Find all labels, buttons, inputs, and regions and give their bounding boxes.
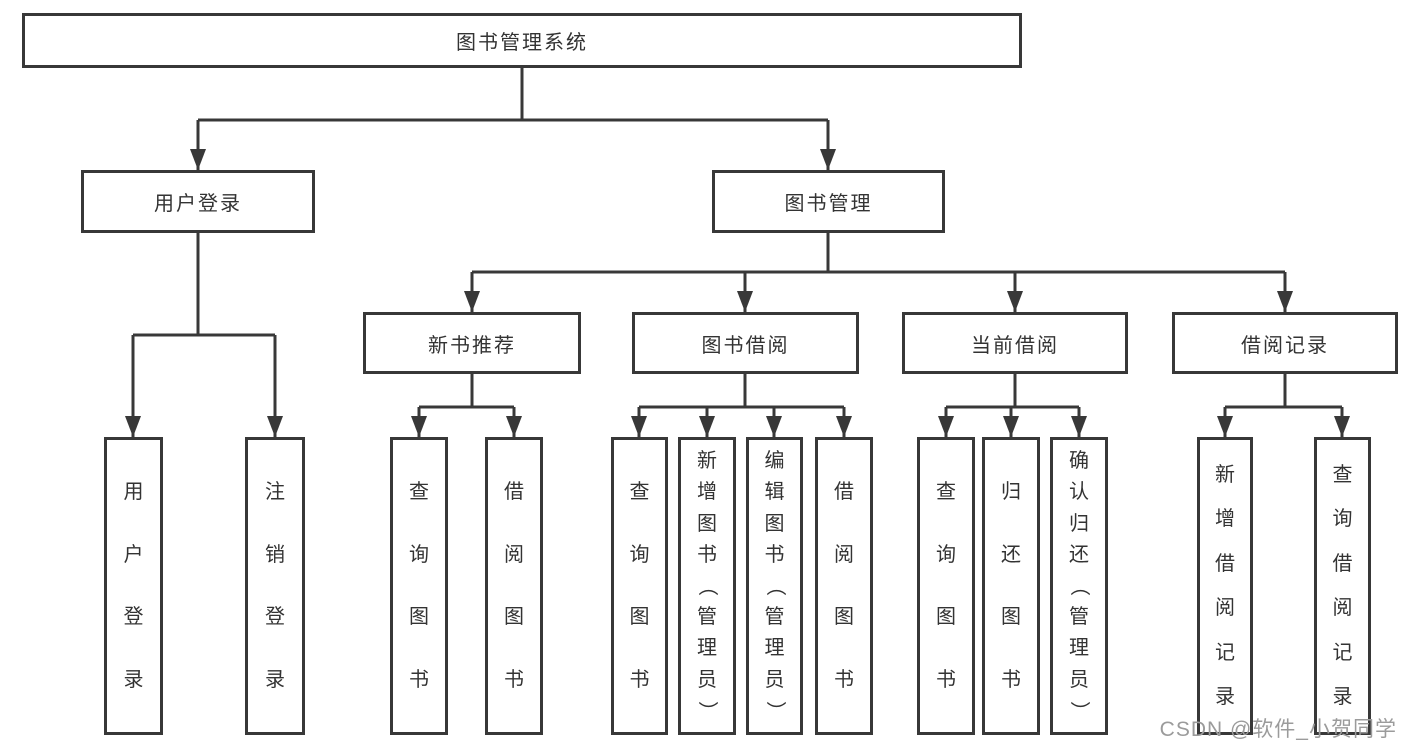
leaf-label: 查询图书 bbox=[409, 481, 429, 691]
node-new-book-recommendation: 新书推荐 bbox=[363, 312, 581, 374]
leaf-br-add-record: 新增借阅记录 bbox=[1197, 437, 1253, 735]
node-book-borrowing: 图书借阅 bbox=[632, 312, 859, 374]
leaf-bb-edit-books-admin: 编辑图书（管理员） bbox=[746, 437, 803, 735]
leaf-nbr-query-books: 查询图书 bbox=[390, 437, 448, 735]
leaf-bb-query-books: 查询图书 bbox=[611, 437, 668, 735]
leaf-label: 确认归还（管理员） bbox=[1068, 450, 1090, 721]
node-current-borrowing: 当前借阅 bbox=[902, 312, 1128, 374]
node-borrowing-records: 借阅记录 bbox=[1172, 312, 1398, 374]
leaf-nbr-borrow-books: 借阅图书 bbox=[485, 437, 543, 735]
node-library-system: 图书管理系统 bbox=[22, 13, 1022, 68]
leaf-label: 借阅图书 bbox=[504, 481, 524, 691]
leaf-label: 归还图书 bbox=[1001, 481, 1021, 691]
leaf-cb-confirm-return-admin: 确认归还（管理员） bbox=[1050, 437, 1108, 735]
leaf-user-login: 用户登录 bbox=[104, 437, 163, 735]
leaf-label: 用户登录 bbox=[123, 481, 144, 691]
leaf-label: 借阅图书 bbox=[834, 481, 854, 691]
node-user-login: 用户登录 bbox=[81, 170, 315, 233]
csdn-watermark: CSDN @软件_小贺同学 bbox=[1159, 718, 1397, 741]
leaf-label: 编辑图书（管理员） bbox=[763, 450, 786, 721]
leaf-cb-query-books: 查询图书 bbox=[917, 437, 975, 735]
node-book-management: 图书管理 bbox=[712, 170, 945, 233]
leaf-label: 查询图书 bbox=[629, 481, 650, 691]
leaf-br-query-record: 查询借阅记录 bbox=[1314, 437, 1371, 735]
leaf-label: 查询借阅记录 bbox=[1332, 463, 1353, 709]
leaf-label: 注销登录 bbox=[265, 481, 285, 691]
leaf-label: 新增借阅记录 bbox=[1215, 463, 1235, 709]
leaf-bb-borrow-books: 借阅图书 bbox=[815, 437, 873, 735]
leaf-label: 查询图书 bbox=[936, 481, 956, 691]
leaf-bb-add-books-admin: 新增图书（管理员） bbox=[678, 437, 736, 735]
leaf-label: 新增图书（管理员） bbox=[696, 450, 718, 721]
leaf-logout-login: 注销登录 bbox=[245, 437, 305, 735]
leaf-cb-return-books: 归还图书 bbox=[982, 437, 1040, 735]
